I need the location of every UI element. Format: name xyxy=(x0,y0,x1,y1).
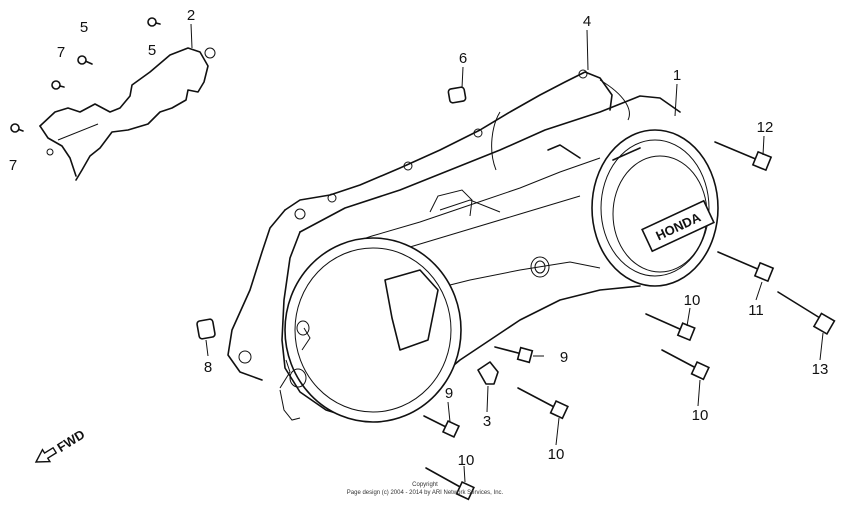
callout-10c: 10 xyxy=(548,446,565,463)
callout-10a: 10 xyxy=(684,292,701,309)
callout-7a: 7 xyxy=(57,44,65,61)
dowel-pin-8 xyxy=(196,318,216,340)
fwd-label: FWD xyxy=(54,427,87,455)
screw-7a xyxy=(51,80,65,90)
bolt-10a xyxy=(645,313,696,342)
callout-2: 2 xyxy=(187,7,195,24)
copyright-line-2: Page design (c) 2004 - 2014 by ARI Netwo… xyxy=(347,490,504,496)
callouts: 1 2 3 4 5 5 6 7 7 8 9 9 10 10 10 10 11 1… xyxy=(9,7,829,469)
callout-11: 11 xyxy=(748,302,764,319)
callout-6: 6 xyxy=(459,50,467,67)
bracket-part xyxy=(39,47,216,181)
bolt-12 xyxy=(714,141,773,172)
forward-arrow-icon: FWD xyxy=(34,427,87,463)
copyright-line-1: Copyright xyxy=(412,482,438,488)
bolt-10d xyxy=(425,467,475,501)
callout-4: 4 xyxy=(583,13,591,30)
gasket-part xyxy=(227,69,630,381)
callout-9a: 9 xyxy=(560,349,568,366)
bolt-10c xyxy=(517,387,569,420)
screw-5a xyxy=(77,55,93,65)
bolt-9a xyxy=(494,346,534,364)
callout-5b: 5 xyxy=(148,42,156,59)
bolt-11 xyxy=(717,251,775,283)
leader-lines xyxy=(190,23,824,483)
callout-12: 12 xyxy=(757,119,774,136)
callout-10b: 10 xyxy=(692,407,709,424)
callout-8: 8 xyxy=(204,359,212,376)
crankcase-cover-part: HONDA xyxy=(279,95,719,423)
callout-7b: 7 xyxy=(9,157,17,174)
bolt-13 xyxy=(777,291,836,336)
dowel-pin-6 xyxy=(447,86,467,104)
callout-9b: 9 xyxy=(445,385,453,402)
callout-1: 1 xyxy=(673,67,681,84)
callout-5a: 5 xyxy=(80,19,88,36)
callout-13: 13 xyxy=(812,361,829,378)
bolt-9b xyxy=(423,415,461,439)
callout-10d: 10 xyxy=(458,452,475,469)
callout-3: 3 xyxy=(483,413,491,430)
bolt-10b xyxy=(661,349,710,381)
screw-5b xyxy=(147,17,161,27)
clip-part-3 xyxy=(477,361,499,385)
screw-7b xyxy=(10,123,24,133)
